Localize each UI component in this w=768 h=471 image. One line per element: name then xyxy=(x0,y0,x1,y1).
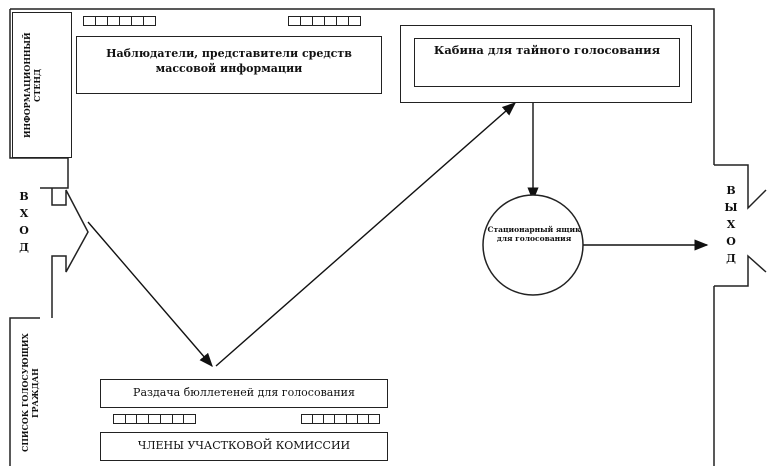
commission-members-box xyxy=(100,432,388,461)
seats-top-right xyxy=(288,16,361,26)
info-stand-label: ИНФОРМАЦИОННЫЙ СТЕНД xyxy=(22,32,42,138)
seats-top-left xyxy=(83,16,156,26)
room-wall-left-top xyxy=(9,9,69,189)
ballot-box-circle xyxy=(482,194,584,296)
voting-booth-label: Кабина для тайного голосования xyxy=(433,43,661,57)
exit-arrow-shape xyxy=(714,164,767,287)
voter-list-label: СПИСОК ГОЛОСУЮЩИХ ГРАЖДАН xyxy=(20,333,40,453)
observers-box xyxy=(76,36,382,94)
entrance-arrow-shape xyxy=(51,188,89,318)
path-entrance-to-table xyxy=(87,221,213,368)
room-wall-left-bottom xyxy=(9,317,40,466)
ballot-box-label: Стационарный ящик для голосования xyxy=(487,225,581,244)
room-wall-top xyxy=(10,8,715,165)
info-stand xyxy=(12,12,72,158)
ballot-distribution-label: Раздача бюллетеней для голосования xyxy=(133,386,355,399)
commission-members-label: ЧЛЕНЫ УЧАСТКОВОЙ КОМИССИИ xyxy=(137,439,351,452)
path-table-to-booth xyxy=(215,102,517,367)
seats-bottom-left xyxy=(113,414,197,424)
ballot-distribution-box xyxy=(100,379,388,408)
seats-bottom-right xyxy=(301,414,380,424)
voting-booth-inner xyxy=(414,38,680,87)
entrance-label: ВХОД xyxy=(19,190,29,254)
observers-label: Наблюдатели, представители средств массо… xyxy=(106,47,352,75)
exit-label: ВЫХОД xyxy=(724,184,738,265)
